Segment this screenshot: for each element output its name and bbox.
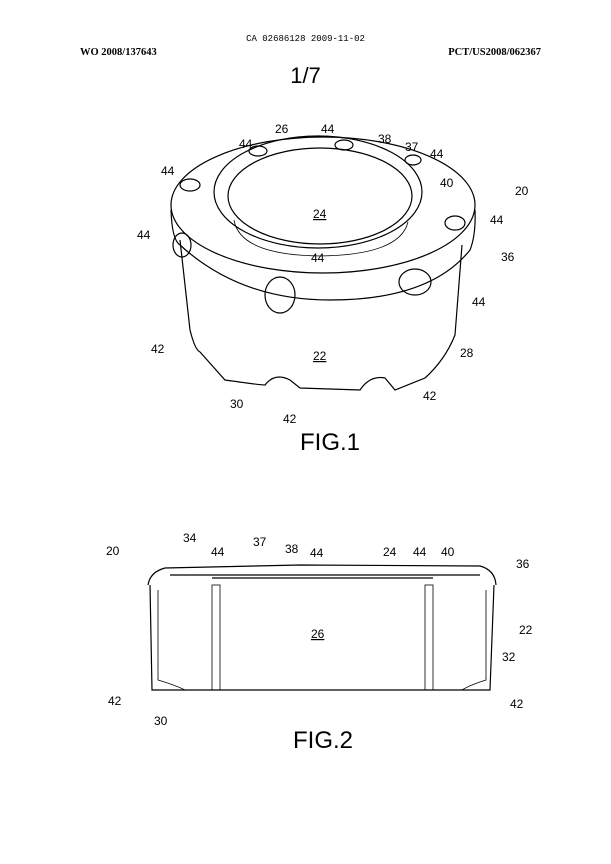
fig2-drawing	[147, 564, 497, 691]
label: 34	[183, 531, 197, 545]
label: 20	[515, 184, 529, 198]
label: 38	[285, 542, 299, 556]
label: 30	[154, 714, 168, 728]
label: 38	[378, 132, 392, 146]
label: 44	[413, 545, 427, 559]
label: 20	[106, 544, 120, 558]
label: 44	[321, 122, 335, 136]
label: 30	[230, 397, 244, 411]
label: 24	[313, 207, 327, 221]
fig1-drawing	[170, 135, 476, 391]
pct-number: PCT/US2008/062367	[448, 47, 541, 58]
fig2-caption: FIG.2	[293, 727, 353, 754]
label: 40	[441, 545, 455, 559]
label: 44	[310, 546, 324, 560]
label: 42	[151, 342, 165, 356]
label: 26	[275, 122, 289, 136]
label: 44	[472, 295, 486, 309]
label: 44	[211, 545, 225, 559]
label: 44	[490, 213, 504, 227]
label: 42	[283, 412, 297, 426]
label: 36	[501, 250, 515, 264]
label: 44	[137, 228, 151, 242]
label: 44	[311, 251, 325, 265]
label: 22	[313, 349, 327, 363]
label: 44	[239, 137, 253, 151]
wo-number: WO 2008/137643	[80, 47, 157, 58]
label: 37	[253, 535, 267, 549]
label: 24	[383, 545, 397, 559]
fig1-caption: FIG.1	[300, 429, 360, 456]
label: 36	[516, 557, 530, 571]
label: 26	[311, 627, 325, 641]
sheet-number: 1/7	[290, 63, 321, 88]
label: 44	[430, 147, 444, 161]
label: 37	[405, 140, 419, 154]
label: 42	[423, 389, 437, 403]
fig2-labels: 20 34 44 37 38 44 24 44 40 36 22 26 32 4…	[106, 531, 533, 754]
label: 28	[460, 346, 474, 360]
label: 22	[519, 623, 533, 637]
ca-number: CA 02686128 2009-11-02	[246, 34, 365, 44]
label: 32	[502, 650, 516, 664]
label: 44	[161, 164, 175, 178]
label: 42	[510, 697, 524, 711]
fig1-labels: 26 44 38 37 44 44 44 40 20 44 44 24 44 3…	[137, 122, 529, 456]
label: 42	[108, 694, 122, 708]
label: 40	[440, 176, 454, 190]
